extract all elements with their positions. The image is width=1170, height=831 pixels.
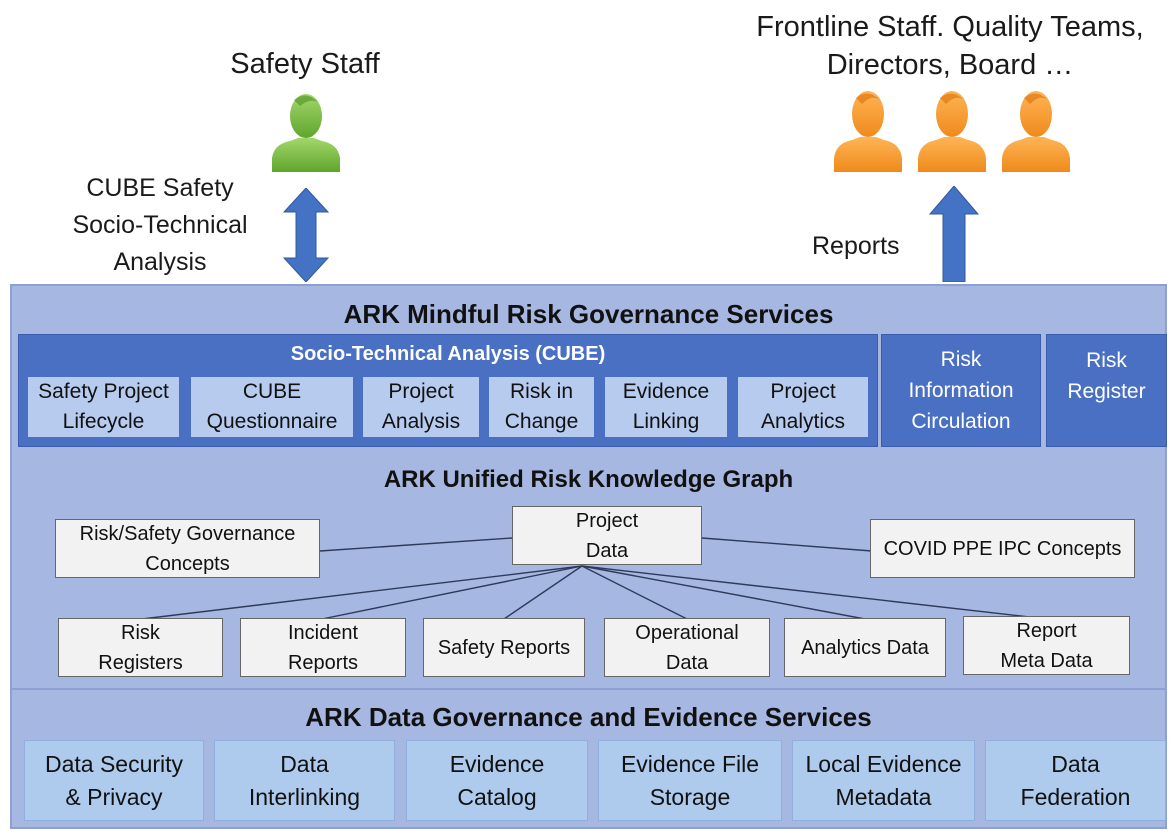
gov-line2: Storage	[649, 783, 731, 810]
cube-item-line2: Linking	[632, 410, 700, 433]
services-panel: ARK Mindful Risk Governance Services Soc…	[10, 284, 1167, 690]
concept-left-line2: Concepts	[145, 552, 230, 575]
risk-info-line3: Circulation	[911, 410, 1011, 433]
gov-data-security-privacy[interactable]: Data Security & Privacy	[24, 740, 204, 821]
source-line1: Report	[1016, 619, 1077, 642]
gov-line1: Evidence File	[620, 750, 760, 777]
concept-covid-ppe-ipc[interactable]: COVID PPE IPC Concepts	[870, 519, 1135, 578]
cube-item-cube-questionnaire[interactable]: CUBE Questionnaire	[190, 376, 354, 438]
cube-analysis-line1: CUBE Safety	[86, 174, 234, 202]
cube-item-line2: Lifecycle	[62, 410, 145, 433]
gov-line1: Evidence	[449, 750, 545, 777]
gov-line2: Federation	[1020, 783, 1131, 810]
gov-line1: Data	[1051, 750, 1100, 777]
up-arrow-icon	[928, 186, 980, 282]
gov-line2: Metadata	[835, 783, 932, 810]
gov-line2: Catalog	[457, 783, 537, 810]
services-title: ARK Mindful Risk Governance Services	[343, 299, 834, 329]
source-line1: Operational	[635, 621, 739, 644]
source-line1: Incident	[287, 621, 359, 644]
source-line2: Data	[665, 651, 709, 674]
source-line2: Meta Data	[1000, 649, 1093, 672]
safety-staff-person-icon	[272, 94, 340, 172]
cube-item-line1: Risk in	[509, 380, 573, 403]
cube-item-line1: Project	[388, 380, 454, 403]
project-data-line2: Data	[585, 539, 629, 562]
graph-connectors	[141, 537, 1048, 620]
gov-line2: & Privacy	[65, 783, 163, 810]
governance-panel: ARK Data Governance and Evidence Service…	[10, 688, 1167, 829]
risk-info-line1: Risk	[940, 348, 982, 371]
frontline-label-line1: Frontline Staff. Quality Teams,	[756, 11, 1144, 43]
gov-line1: Data Security	[44, 750, 184, 777]
cube-item-line1: Project	[770, 380, 836, 403]
cube-analysis-label: CUBE Safety Socio-Technical Analysis	[40, 170, 280, 281]
cube-analysis-line2: Socio-Technical	[72, 211, 248, 239]
cube-item-line1: Evidence	[622, 380, 710, 403]
source-safety-reports[interactable]: Safety Reports	[423, 618, 585, 677]
risk-info-line2: Information	[908, 379, 1014, 402]
source-line2: Registers	[98, 651, 183, 674]
double-arrow-icon	[282, 188, 330, 282]
source-line1: Analytics Data	[801, 636, 929, 659]
source-analytics-data[interactable]: Analytics Data	[784, 618, 946, 677]
reports-label: Reports	[812, 232, 900, 260]
source-line2: Reports	[287, 651, 359, 674]
cube-item-line1: CUBE	[242, 380, 302, 403]
frontline-label: Frontline Staff. Quality Teams, Director…	[735, 8, 1165, 84]
source-line1: Risk	[121, 621, 160, 644]
cube-item-line2: Questionnaire	[206, 410, 338, 433]
gov-line2: Interlinking	[248, 783, 361, 810]
gov-line1: Local Evidence	[805, 750, 962, 777]
concept-right-line1: COVID PPE IPC Concepts	[883, 537, 1122, 560]
cube-item-line2: Analytics	[760, 410, 846, 433]
risk-register-line1: Risk	[1086, 349, 1127, 372]
cube-item-line1: Safety Project	[38, 380, 169, 403]
concept-left-line1: Risk/Safety Governance	[79, 522, 296, 545]
cube-analysis-line3: Analysis	[113, 248, 207, 276]
cube-item-line2: Change	[504, 410, 579, 433]
frontline-label-line2: Directors, Board …	[826, 49, 1074, 81]
source-line1: Safety Reports	[437, 636, 571, 659]
governance-title: ARK Data Governance and Evidence Service…	[305, 702, 872, 732]
risk-register-line2: Register	[1067, 380, 1146, 403]
graph-title: ARK Unified Risk Knowledge Graph	[383, 466, 794, 493]
safety-staff-label: Safety Staff	[230, 48, 380, 80]
project-data-line1: Project	[575, 509, 639, 532]
cube-title: Socio-Technical Analysis (CUBE)	[290, 343, 606, 365]
cube-item-line2: Analysis	[381, 410, 461, 433]
frontline-people-icon	[834, 91, 1070, 172]
cube-item-risk-in-change[interactable]: Risk in Change	[488, 376, 595, 438]
gov-line1: Data	[280, 750, 329, 777]
